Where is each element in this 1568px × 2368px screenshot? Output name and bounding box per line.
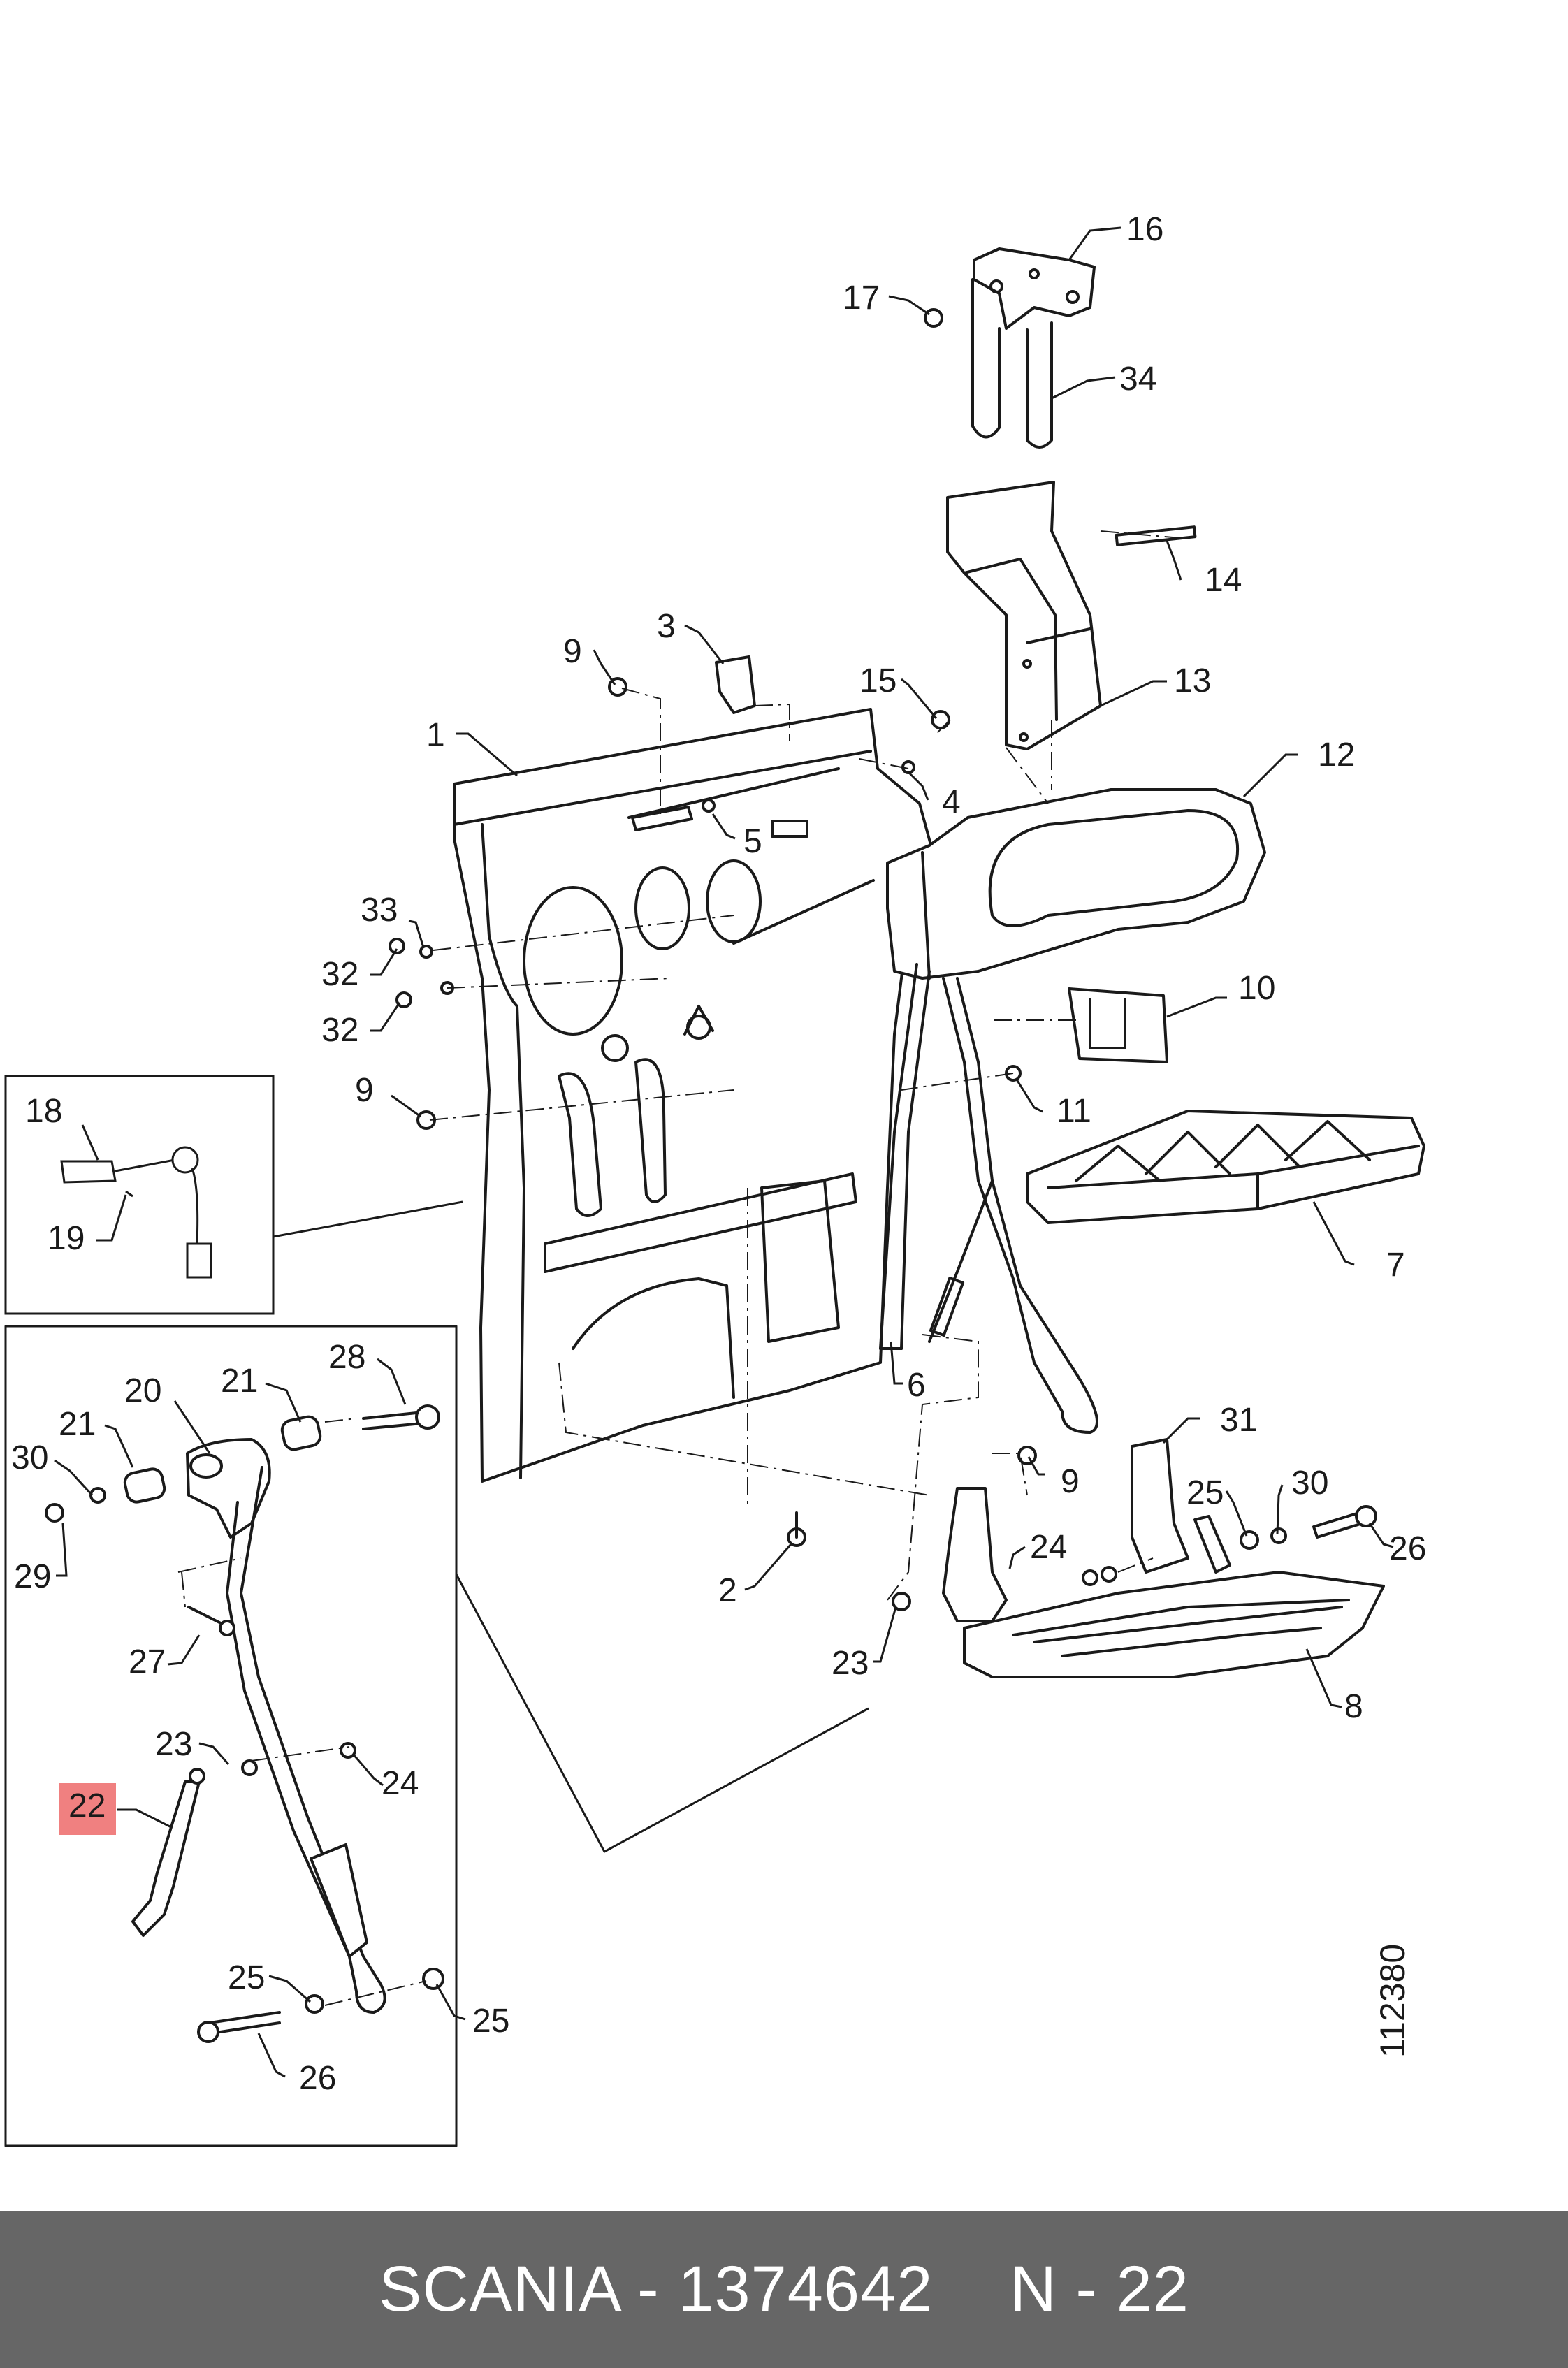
callout-32-a[interactable]: 32 <box>321 956 358 993</box>
callout-21-a[interactable]: 21 <box>221 1363 258 1400</box>
callout-8[interactable]: 8 <box>1344 1688 1363 1725</box>
callout-17[interactable]: 17 <box>843 279 880 317</box>
callout-31[interactable]: 31 <box>1220 1402 1257 1439</box>
callout-25-c[interactable]: 25 <box>472 2003 509 2040</box>
inset-hinge-parts <box>45 1404 444 2043</box>
callout-6[interactable]: 6 <box>907 1367 926 1404</box>
inset-hinge-detail <box>4 1325 869 2147</box>
callout-2[interactable]: 2 <box>718 1572 737 1609</box>
part-12-step-arm <box>886 788 1266 980</box>
footer-page-ref: N - 22 <box>1010 2253 1189 2325</box>
callout-24-b[interactable]: 24 <box>382 1765 419 1802</box>
part-16-bracket <box>971 247 1096 449</box>
callout-30-a[interactable]: 30 <box>11 1439 48 1476</box>
part-7-step-tray <box>1026 1110 1425 1224</box>
callout-23-a[interactable]: 23 <box>832 1645 869 1682</box>
callout-15[interactable]: 15 <box>859 662 896 699</box>
callout-20[interactable]: 20 <box>124 1372 161 1409</box>
callout-5[interactable]: 5 <box>743 823 762 860</box>
part-5-bracket <box>631 806 808 838</box>
part-14-plate <box>1115 525 1197 546</box>
highlight-callout-22 <box>59 1783 116 1835</box>
callout-14[interactable]: 14 <box>1205 562 1242 599</box>
callout-34[interactable]: 34 <box>1119 361 1156 398</box>
callout-19[interactable]: 19 <box>48 1220 85 1257</box>
callout-16[interactable]: 16 <box>1126 211 1163 248</box>
part-26-bolt-right <box>1312 1505 1377 1539</box>
footer-brand-part-number: SCANIA - 1374642 <box>379 2253 934 2325</box>
exploded-parts-diagram: 16 17 34 14 3 9 15 13 1 12 4 5 33 32 32 … <box>4 211 1426 2147</box>
callout-21-b[interactable]: 21 <box>59 1406 96 1443</box>
part-3-bracket <box>715 655 756 714</box>
callout-labels: 16 17 34 14 3 9 15 13 1 12 4 5 33 32 32 … <box>11 211 1426 2097</box>
callout-7[interactable]: 7 <box>1386 1247 1405 1284</box>
part-6-rails <box>879 963 1098 1434</box>
document-number: 112380 <box>1373 1944 1412 2058</box>
callout-24-a[interactable]: 24 <box>1030 1529 1067 1566</box>
callout-1[interactable]: 1 <box>426 717 445 754</box>
callout-30-b[interactable]: 30 <box>1291 1465 1328 1502</box>
fasteners <box>389 308 1287 1611</box>
inset-wiring <box>4 1075 463 1315</box>
callout-28[interactable]: 28 <box>328 1339 365 1376</box>
callout-4[interactable]: 4 <box>942 784 961 821</box>
leader-lines <box>54 226 1394 2078</box>
callout-11[interactable]: 11 <box>1057 1093 1091 1130</box>
callout-12[interactable]: 12 <box>1318 736 1355 773</box>
callout-9-a[interactable]: 9 <box>563 633 582 670</box>
callout-26-a[interactable]: 26 <box>1389 1530 1426 1567</box>
part-10-clip <box>1068 987 1168 1063</box>
callout-13[interactable]: 13 <box>1174 662 1211 699</box>
callout-26-b[interactable]: 26 <box>299 2060 336 2097</box>
part-13-column <box>946 481 1102 750</box>
callout-23-b[interactable]: 23 <box>155 1726 192 1763</box>
inset-hinge-assembly-lines <box>177 1418 427 2006</box>
callout-9-b[interactable]: 9 <box>355 1072 374 1109</box>
callout-9-c[interactable]: 9 <box>1061 1463 1080 1500</box>
footer-bar: SCANIA - 1374642 N - 22 <box>0 2211 1568 2368</box>
callout-29[interactable]: 29 <box>14 1558 51 1595</box>
assembly-lines <box>429 530 1182 1601</box>
callout-27[interactable]: 27 <box>129 1643 166 1680</box>
callout-18[interactable]: 18 <box>25 1093 62 1130</box>
callout-33[interactable]: 33 <box>361 892 398 929</box>
part-1-main-panel <box>453 708 934 1483</box>
callout-22[interactable]: 22 <box>68 1787 106 1824</box>
callout-25-b[interactable]: 25 <box>228 1959 265 1996</box>
callout-25-a[interactable]: 25 <box>1186 1474 1224 1511</box>
callout-3[interactable]: 3 <box>657 608 676 645</box>
callout-32-b[interactable]: 32 <box>321 1012 358 1049</box>
callout-10[interactable]: 10 <box>1238 970 1275 1007</box>
